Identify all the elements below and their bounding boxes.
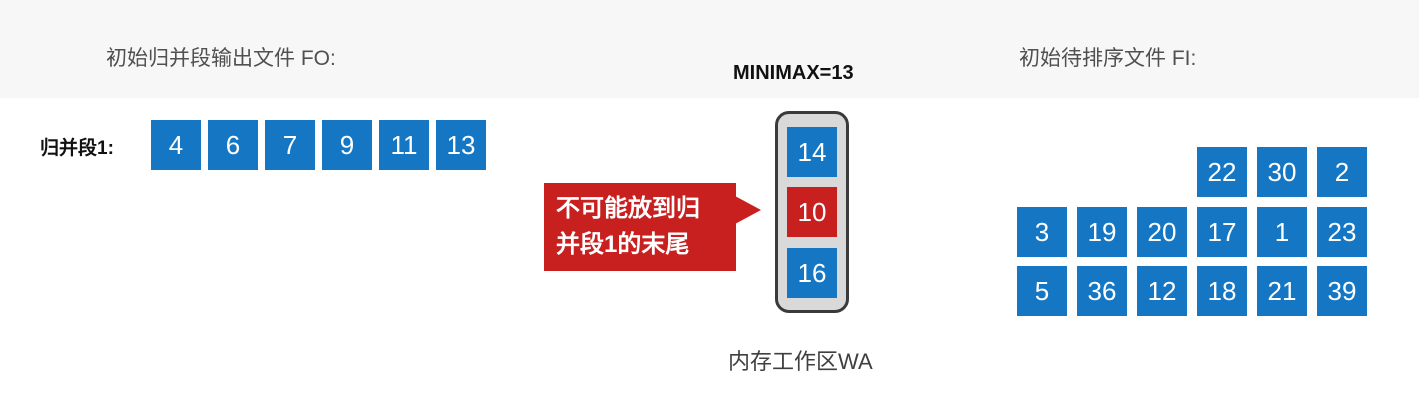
fo-cell: 9 [322,120,372,170]
fi-cell: 23 [1317,207,1367,257]
callout-pointer [735,196,761,224]
callout-bubble: 不可能放到归 并段1的末尾 [544,183,736,271]
fo-cell: 11 [379,120,429,170]
fo-heading: 初始归并段输出文件 FO: [106,47,336,70]
callout-line2: 并段1的末尾 [556,231,690,258]
fi-cell: 20 [1137,207,1187,257]
fi-cell: 12 [1137,266,1187,316]
fi-cell: 30 [1257,147,1307,197]
segment-label: 归并段1: [40,138,114,159]
fi-cell: 22 [1197,147,1247,197]
header-band [0,0,1419,98]
fi-cell: 1 [1257,207,1307,257]
fi-cell: 19 [1077,207,1127,257]
fi-row-1: 22 30 2 [1017,147,1367,197]
fi-cell: 21 [1257,266,1307,316]
callout-line1: 不可能放到归 [556,195,700,222]
fi-cell: 3 [1017,207,1067,257]
wa-label: 内存工作区WA [728,349,873,374]
fi-cell: 2 [1317,147,1367,197]
fi-row-3: 5 36 12 18 21 39 [1017,266,1367,316]
fo-cell: 6 [208,120,258,170]
fo-cell: 4 [151,120,201,170]
fi-row-2: 3 19 20 17 1 23 [1017,207,1367,257]
fo-cell: 13 [436,120,486,170]
wa-cell: 14 [787,127,837,177]
fi-cell: 36 [1077,266,1127,316]
fo-cell: 7 [265,120,315,170]
fi-cell: 17 [1197,207,1247,257]
fi-cell: 5 [1017,266,1067,316]
fi-cell: 39 [1317,266,1367,316]
minimax-label: MINIMAX=13 [733,62,854,84]
fi-heading: 初始待排序文件 FI: [1019,47,1197,70]
wa-cell: 16 [787,248,837,298]
wa-cell-highlight: 10 [787,187,837,237]
fi-cell: 18 [1197,266,1247,316]
